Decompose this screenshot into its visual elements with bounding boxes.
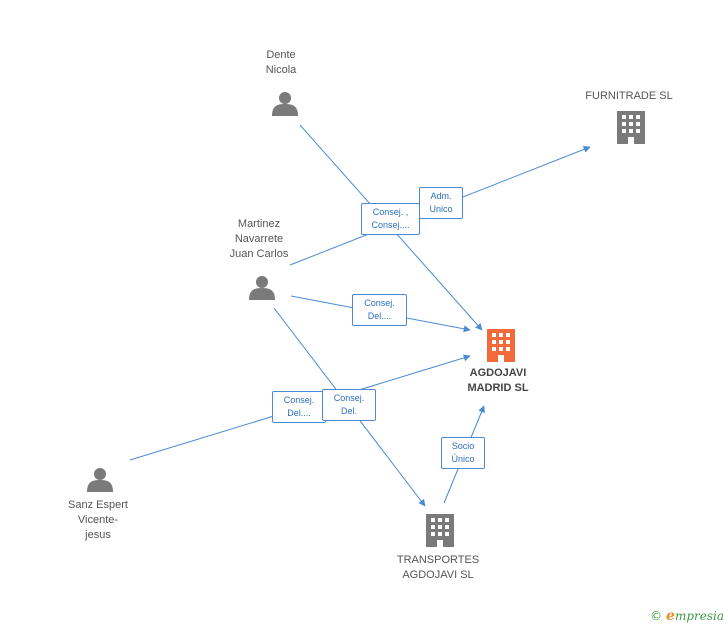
person-icon[interactable] [249, 276, 275, 300]
edge-label-consej-del-1[interactable]: Consej. Del.... [352, 294, 407, 326]
brand-name: mpresia [674, 609, 724, 623]
edge-label-adm-unico[interactable]: Adm. Unico [419, 187, 463, 219]
empresia-logo: ©empresia [650, 608, 724, 624]
node-label-dente[interactable]: Dente Nicola [265, 49, 297, 76]
node-label-furnitrade[interactable]: FURNITRADE SL [585, 90, 673, 102]
node-label-martinez[interactable]: Martinez Navarrete Juan Carlos [229, 218, 289, 260]
node-label-sanz[interactable]: Sanz Espert Vicente- jesus [68, 499, 128, 541]
node-label-agdojavi[interactable]: AGDOJAVI MADRID SL [467, 367, 529, 394]
edge-label-consej-del-3[interactable]: Consej. Del. [322, 389, 376, 421]
person-icon[interactable] [272, 92, 298, 116]
edge-label-socio-unico[interactable]: Socio Único [441, 437, 485, 469]
brand-e: e [666, 608, 675, 624]
building-icon[interactable] [426, 514, 454, 547]
edge-label-consej-del-2[interactable]: Consej. Del.... [272, 391, 326, 423]
building-main-icon[interactable] [487, 329, 515, 362]
building-icon[interactable] [617, 111, 645, 144]
copyright-icon: © [650, 609, 663, 623]
node-label-transportes[interactable]: TRANSPORTES AGDOJAVI SL [396, 554, 480, 581]
person-icon[interactable] [87, 468, 113, 492]
edge-label-consej-consej[interactable]: Consej. , Consej.... [361, 203, 420, 235]
